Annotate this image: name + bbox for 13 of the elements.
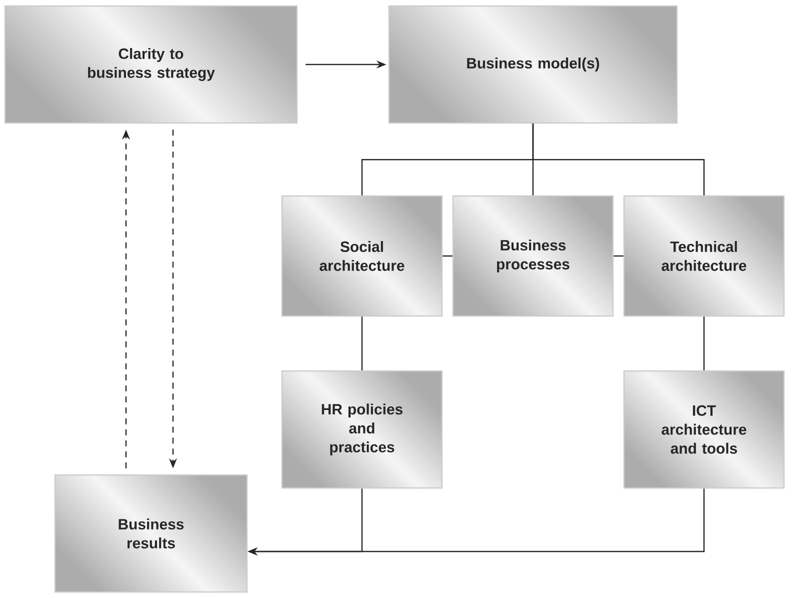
connector-line bbox=[703, 316, 705, 370]
process-box: HR policies and practices bbox=[281, 370, 443, 489]
process-box: Social architecture bbox=[281, 195, 443, 317]
process-box: Business results bbox=[54, 474, 248, 593]
process-box: Business processes bbox=[452, 195, 614, 317]
process-box: Clarity to business strategy bbox=[4, 5, 298, 124]
connector-line bbox=[614, 255, 624, 257]
process-box: ICT architecture and tools bbox=[623, 370, 785, 489]
connector-line bbox=[442, 255, 452, 257]
connector-line bbox=[361, 316, 363, 370]
process-box: Business model(s) bbox=[388, 5, 678, 124]
process-box: Technical architecture bbox=[623, 195, 785, 317]
connector-line bbox=[532, 124, 705, 196]
